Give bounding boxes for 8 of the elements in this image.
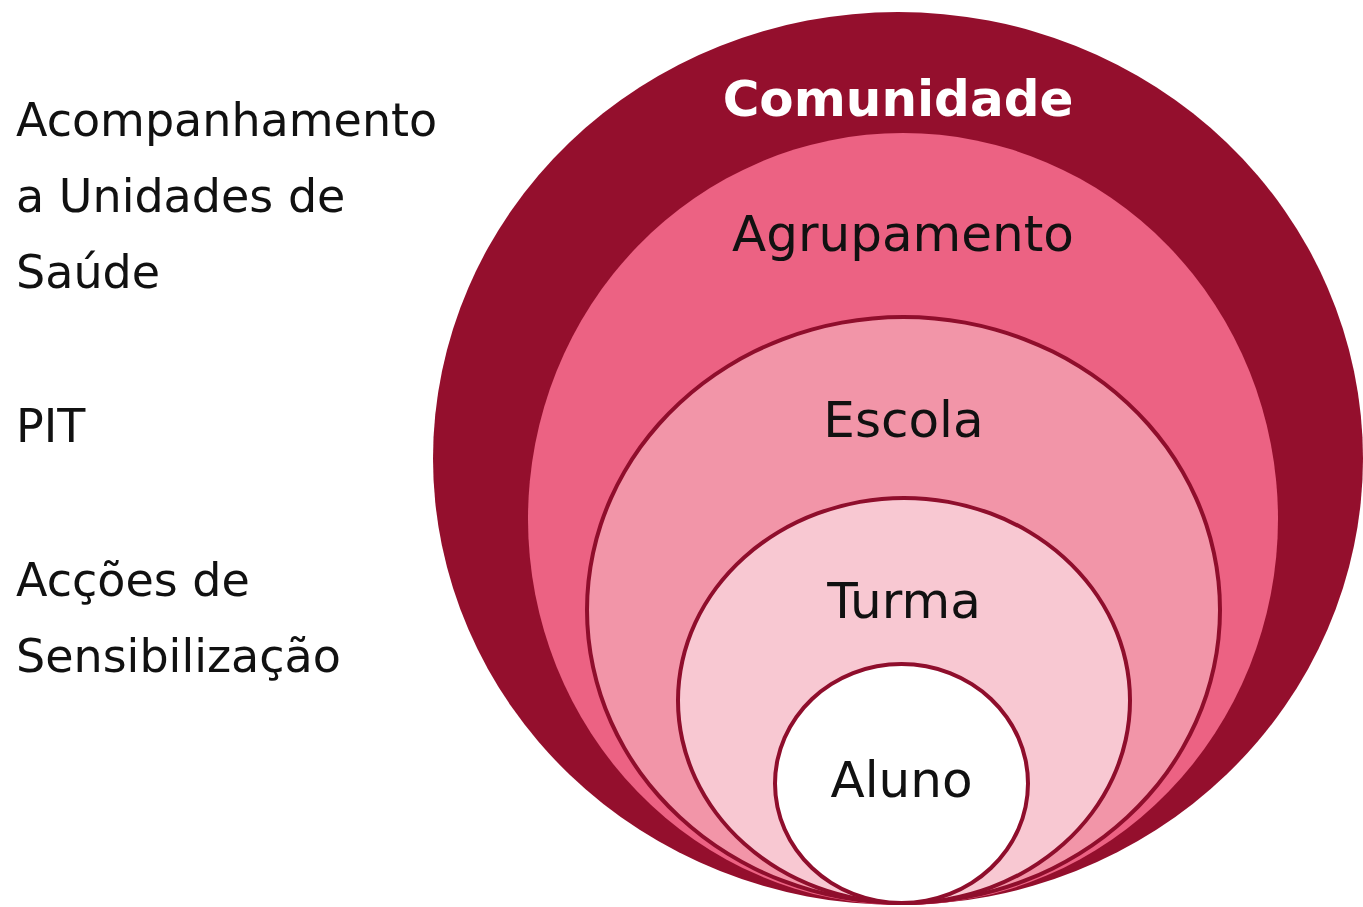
ellipse-label: Turma	[827, 576, 981, 626]
side-label: Acompanhamento a Unidades de Saúde	[16, 92, 439, 301]
ellipse-label: Comunidade	[722, 74, 1074, 124]
side-label: Acções de Sensibilização	[16, 552, 342, 685]
side-label: PIT	[16, 398, 87, 455]
ellipse-label: Aluno	[830, 755, 973, 805]
ellipse-label: Agrupamento	[732, 209, 1074, 259]
ellipse-label: Escola	[823, 395, 984, 445]
